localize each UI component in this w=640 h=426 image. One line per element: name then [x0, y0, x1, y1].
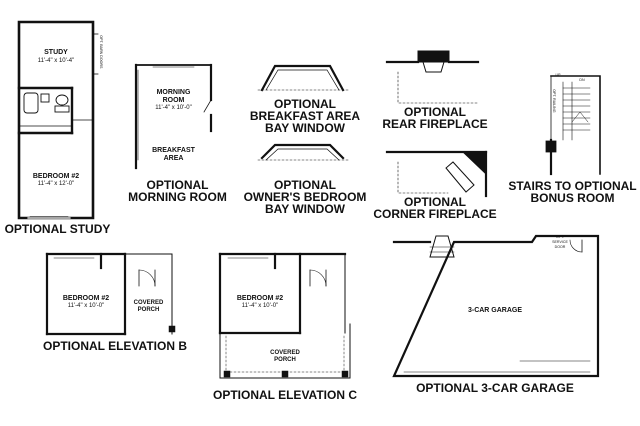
elevation-b-plan — [45, 252, 176, 336]
morning-room-name-line2: ROOM — [162, 97, 185, 104]
morning-room-dimensions: 11'-4" x 10'-0" — [155, 105, 192, 111]
study-room-dimensions: 11'-4" x 10'-4" — [37, 58, 75, 64]
covered-porch-c-line2: PORCH — [274, 357, 296, 363]
bedroom2-study-dimensions: 11'-4" x 12'-0" — [37, 181, 75, 187]
stairs-up-label: UP — [555, 73, 561, 77]
garage-room-name: 3-CAR GARAGE — [467, 307, 523, 314]
caption-breakfast-bay-line2: BREAKFAST AREA — [249, 109, 361, 123]
elevation-c-plan — [218, 252, 351, 379]
opt-railing-label: OPT. RAILING — [551, 89, 556, 113]
stairs-down-label: DN — [579, 78, 585, 82]
morning-room-name-line1: MORNING — [156, 89, 191, 96]
caption-corner-fireplace-line2: CORNER FIREPLACE — [373, 207, 497, 221]
caption-garage: OPTIONAL 3-CAR GARAGE — [416, 381, 574, 395]
bedroom2-study-name: BEDROOM #2 — [32, 173, 80, 180]
caption-elevation-c: OPTIONAL ELEVATION C — [212, 388, 357, 402]
bedroom2-elevation-b-name: BEDROOM #2 — [62, 295, 110, 302]
caption-owners-bay-line2: OWNER'S BEDROOM — [243, 190, 367, 204]
barn-doors-note: OPT. BARN DOORS — [98, 35, 103, 69]
corner-fireplace-plan — [385, 150, 488, 198]
covered-porch-b-line2: PORCH — [137, 307, 160, 313]
breakfast-bay-plan — [257, 64, 349, 92]
caption-stairs-line2: BONUS ROOM — [530, 191, 615, 205]
caption-morning-room-line1: OPTIONAL — [146, 178, 209, 192]
service-door-line1: OPT. — [556, 235, 564, 239]
caption-breakfast-bay-line3: BAY WINDOW — [264, 121, 345, 135]
caption-owners-bay-line1: OPTIONAL — [274, 178, 336, 192]
caption-owners-bay-line3: BAY WINDOW — [264, 202, 345, 216]
bedroom2-elevation-b-dimensions: 11'-4" x 10'-0" — [67, 303, 105, 309]
caption-corner-fireplace-line1: OPTIONAL — [404, 195, 466, 209]
caption-elevation-b: OPTIONAL ELEVATION B — [42, 339, 187, 353]
caption-breakfast-bay-line1: OPTIONAL — [274, 97, 336, 111]
stairs-plan — [545, 75, 601, 176]
breakfast-area-line2: AREA — [163, 155, 184, 162]
caption-rear-fireplace-line2: REAR FIREPLACE — [382, 117, 488, 131]
bedroom2-elevation-c-dimensions: 11'-4" x 10'-0" — [241, 303, 279, 309]
covered-porch-c-line1: COVERED — [270, 350, 300, 356]
service-door-line2: SERVICE — [552, 240, 568, 244]
study-room-name: STUDY — [44, 49, 68, 56]
caption-stairs-line1: STAIRS TO OPTIONAL — [508, 179, 637, 193]
morning-room-plan — [134, 63, 213, 170]
bedroom2-elevation-c-name: BEDROOM #2 — [236, 295, 284, 302]
breakfast-area-line1: BREAKFAST — [152, 147, 195, 154]
caption-optional-study: OPTIONAL STUDY — [4, 222, 111, 236]
caption-rear-fireplace-line1: OPTIONAL — [404, 105, 466, 119]
caption-morning-room-line2: MORNING ROOM — [128, 190, 227, 204]
garage-plan — [392, 234, 600, 378]
rear-fireplace-plan — [385, 50, 480, 104]
covered-porch-b-line1: COVERED — [133, 300, 164, 306]
study-plan — [17, 20, 99, 220]
owners-bay-plan — [257, 143, 349, 161]
service-door-line3: DOOR — [554, 245, 566, 249]
